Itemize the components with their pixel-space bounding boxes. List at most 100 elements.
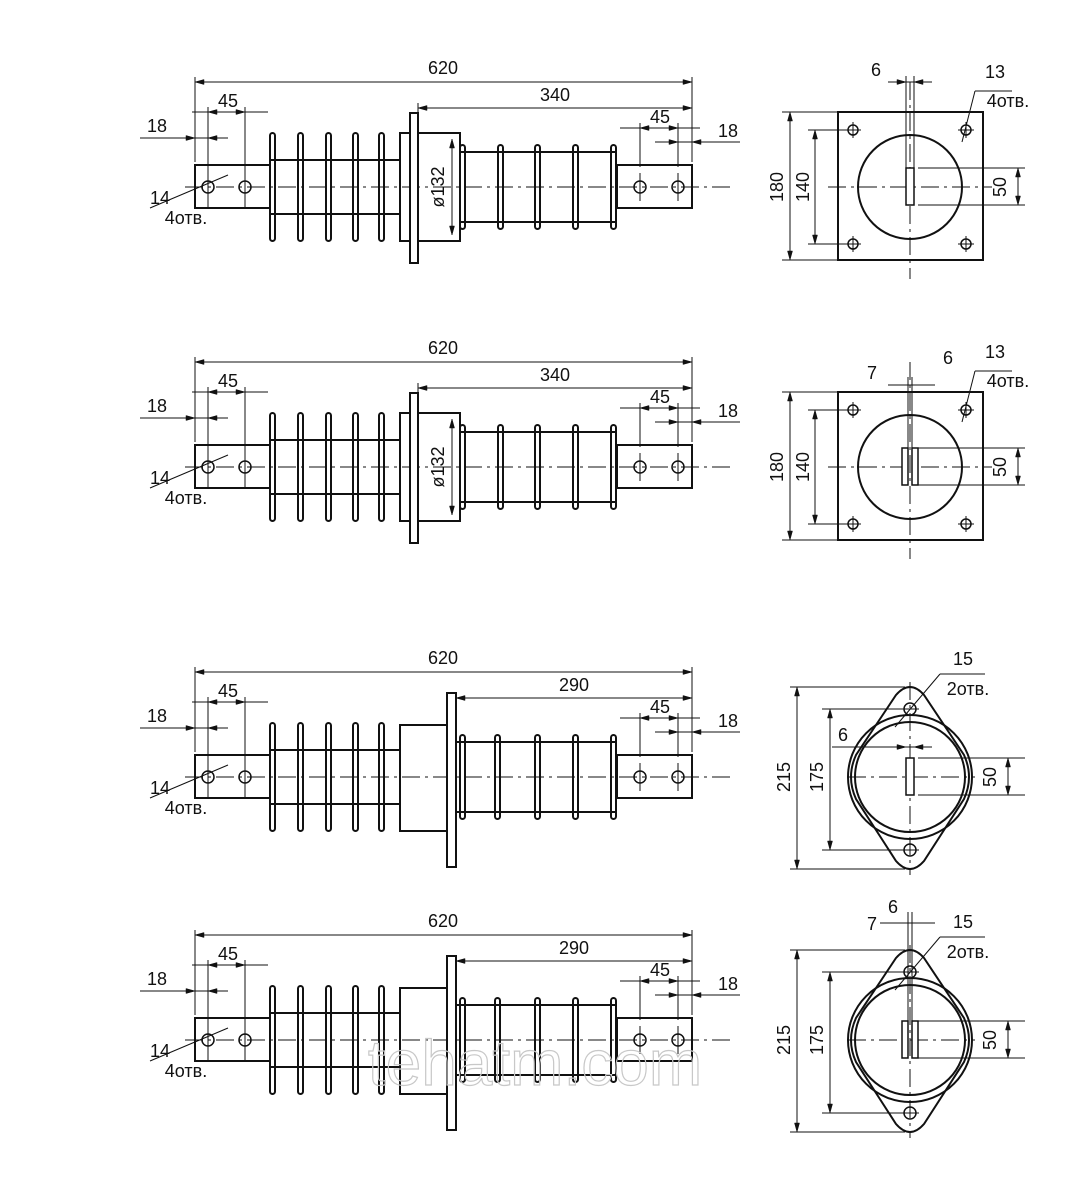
outer-size-label: 180	[767, 452, 787, 482]
shed	[352, 132, 359, 242]
arrowhead	[235, 109, 246, 115]
arrowhead	[235, 962, 246, 968]
flange-hole-diameter-label: 15	[953, 912, 973, 932]
left-edge-label: 18	[147, 116, 167, 136]
shed	[572, 424, 579, 510]
arrowhead	[1015, 447, 1021, 458]
arrowhead	[827, 1103, 833, 1114]
shed	[572, 997, 579, 1083]
arrowhead	[668, 125, 679, 131]
arrowhead	[812, 234, 818, 245]
hole-leader-line	[149, 454, 229, 489]
center-length-label: 290	[559, 938, 589, 958]
shed	[325, 132, 332, 242]
arrowhead	[194, 359, 205, 365]
arrowhead	[207, 725, 218, 731]
shed	[297, 412, 304, 522]
arrowhead	[417, 385, 428, 391]
arrowhead	[449, 138, 455, 149]
left-hole-spacing-label: 45	[218, 681, 238, 701]
arrowhead	[682, 932, 693, 938]
arrowhead	[896, 744, 907, 750]
hole-diameter-label: 14	[150, 778, 170, 798]
hole-leader-line	[149, 174, 229, 209]
flange-hole-count-label: 4отв.	[987, 91, 1029, 111]
arrowhead	[682, 359, 693, 365]
arrowhead	[449, 505, 455, 516]
arrowhead	[668, 419, 679, 425]
slot	[911, 447, 919, 486]
slot-length-label: 50	[990, 457, 1010, 477]
arrowhead	[185, 988, 196, 994]
hole-diameter-label: 14	[150, 1041, 170, 1061]
overall-length-label: 620	[428, 911, 458, 931]
bolt-span-label: 175	[807, 1025, 827, 1055]
hole-count-label: 4отв.	[165, 488, 207, 508]
oval-flange	[850, 949, 970, 1133]
left-edge-label: 18	[147, 706, 167, 726]
arrowhead	[812, 514, 818, 525]
arrowhead	[1005, 1020, 1011, 1031]
arrowhead	[207, 109, 218, 115]
arrowhead	[668, 992, 679, 998]
shed	[494, 997, 501, 1083]
hole-diameter-label: 14	[150, 188, 170, 208]
arrowhead	[668, 729, 679, 735]
bolt-span-label: 140	[793, 172, 813, 202]
outer-size-label: 215	[774, 762, 794, 792]
slot-length-label: 50	[990, 177, 1010, 197]
flange-body	[399, 724, 448, 832]
flange-plate	[409, 112, 419, 264]
arrowhead	[668, 715, 679, 721]
shed	[378, 412, 385, 522]
arrowhead	[235, 699, 246, 705]
shed	[459, 997, 466, 1083]
hole-leader-line	[894, 673, 941, 728]
arrowhead	[787, 391, 793, 402]
arrowhead	[1005, 1048, 1011, 1059]
shed	[459, 144, 466, 230]
arrowhead	[639, 125, 650, 131]
shed	[610, 997, 617, 1083]
arrowhead	[827, 971, 833, 982]
arrowhead	[691, 419, 702, 425]
arrowhead	[207, 988, 218, 994]
slot-width-label: 6	[838, 725, 848, 745]
slot	[911, 1020, 919, 1059]
overall-length-label: 620	[428, 338, 458, 358]
arrowhead	[787, 111, 793, 122]
right-hole-spacing-label: 45	[650, 960, 670, 980]
slot-width-label: 6	[871, 60, 881, 80]
shed	[297, 132, 304, 242]
right-hole-spacing-label: 45	[650, 697, 670, 717]
arrowhead	[668, 978, 679, 984]
arrowhead	[668, 405, 679, 411]
arrowhead	[207, 415, 218, 421]
left-hole-spacing-label: 45	[218, 91, 238, 111]
flange-plate	[446, 692, 457, 868]
shed	[269, 132, 276, 242]
right-hole-spacing-label: 45	[650, 107, 670, 127]
arrowhead	[207, 699, 218, 705]
center-length-label: 340	[540, 85, 570, 105]
shed	[297, 985, 304, 1095]
arrowhead	[1015, 475, 1021, 486]
shed	[352, 985, 359, 1095]
arrowhead	[913, 744, 924, 750]
slot	[905, 757, 915, 796]
slot-length-label: 50	[980, 767, 1000, 787]
hole-leader-line	[894, 936, 941, 991]
slot-width-label: 6	[888, 897, 898, 917]
arrowhead	[794, 859, 800, 870]
arrowhead	[185, 725, 196, 731]
arrowhead	[691, 729, 702, 735]
arrowhead	[207, 389, 218, 395]
arrowhead	[787, 530, 793, 541]
overall-length-label: 620	[428, 58, 458, 78]
